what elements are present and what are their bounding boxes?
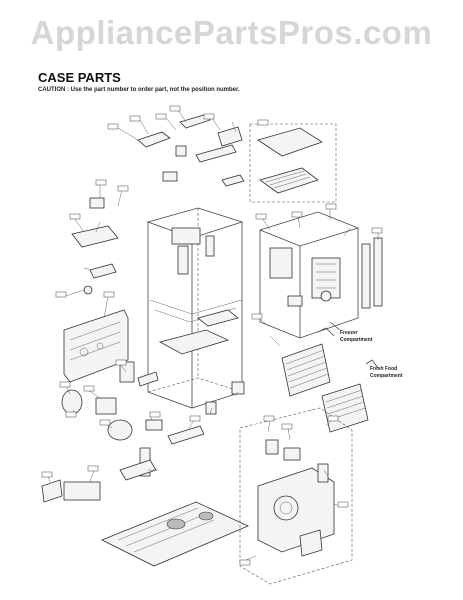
watermark: AppliancePartsPros.com (30, 14, 433, 51)
freezer-compartment-label-line2: Compartment (340, 337, 373, 343)
fresh-food-compartment-label-line1: Fresh Food (370, 366, 397, 372)
caution-note: CAUTION : Use the part number to order p… (38, 87, 240, 93)
back-panel (63, 309, 129, 383)
page-title: CASE PARTS (38, 70, 121, 85)
lower-duct-assembly (239, 407, 353, 585)
compressor-parts (61, 361, 245, 477)
fresh-food-compartment-label-line2: Compartment (370, 373, 403, 379)
freezer-evaporator-coil (281, 321, 341, 397)
left-small-parts (71, 197, 119, 295)
base-plate (41, 459, 249, 567)
cabinet-body (146, 207, 244, 409)
freezer-evaporator-assembly (259, 211, 383, 339)
control-cover-assembly (249, 123, 337, 203)
freezer-compartment-label-line1: Freezer (340, 330, 358, 336)
top-hinge-parts (137, 114, 245, 187)
position-callouts (41, 105, 383, 566)
